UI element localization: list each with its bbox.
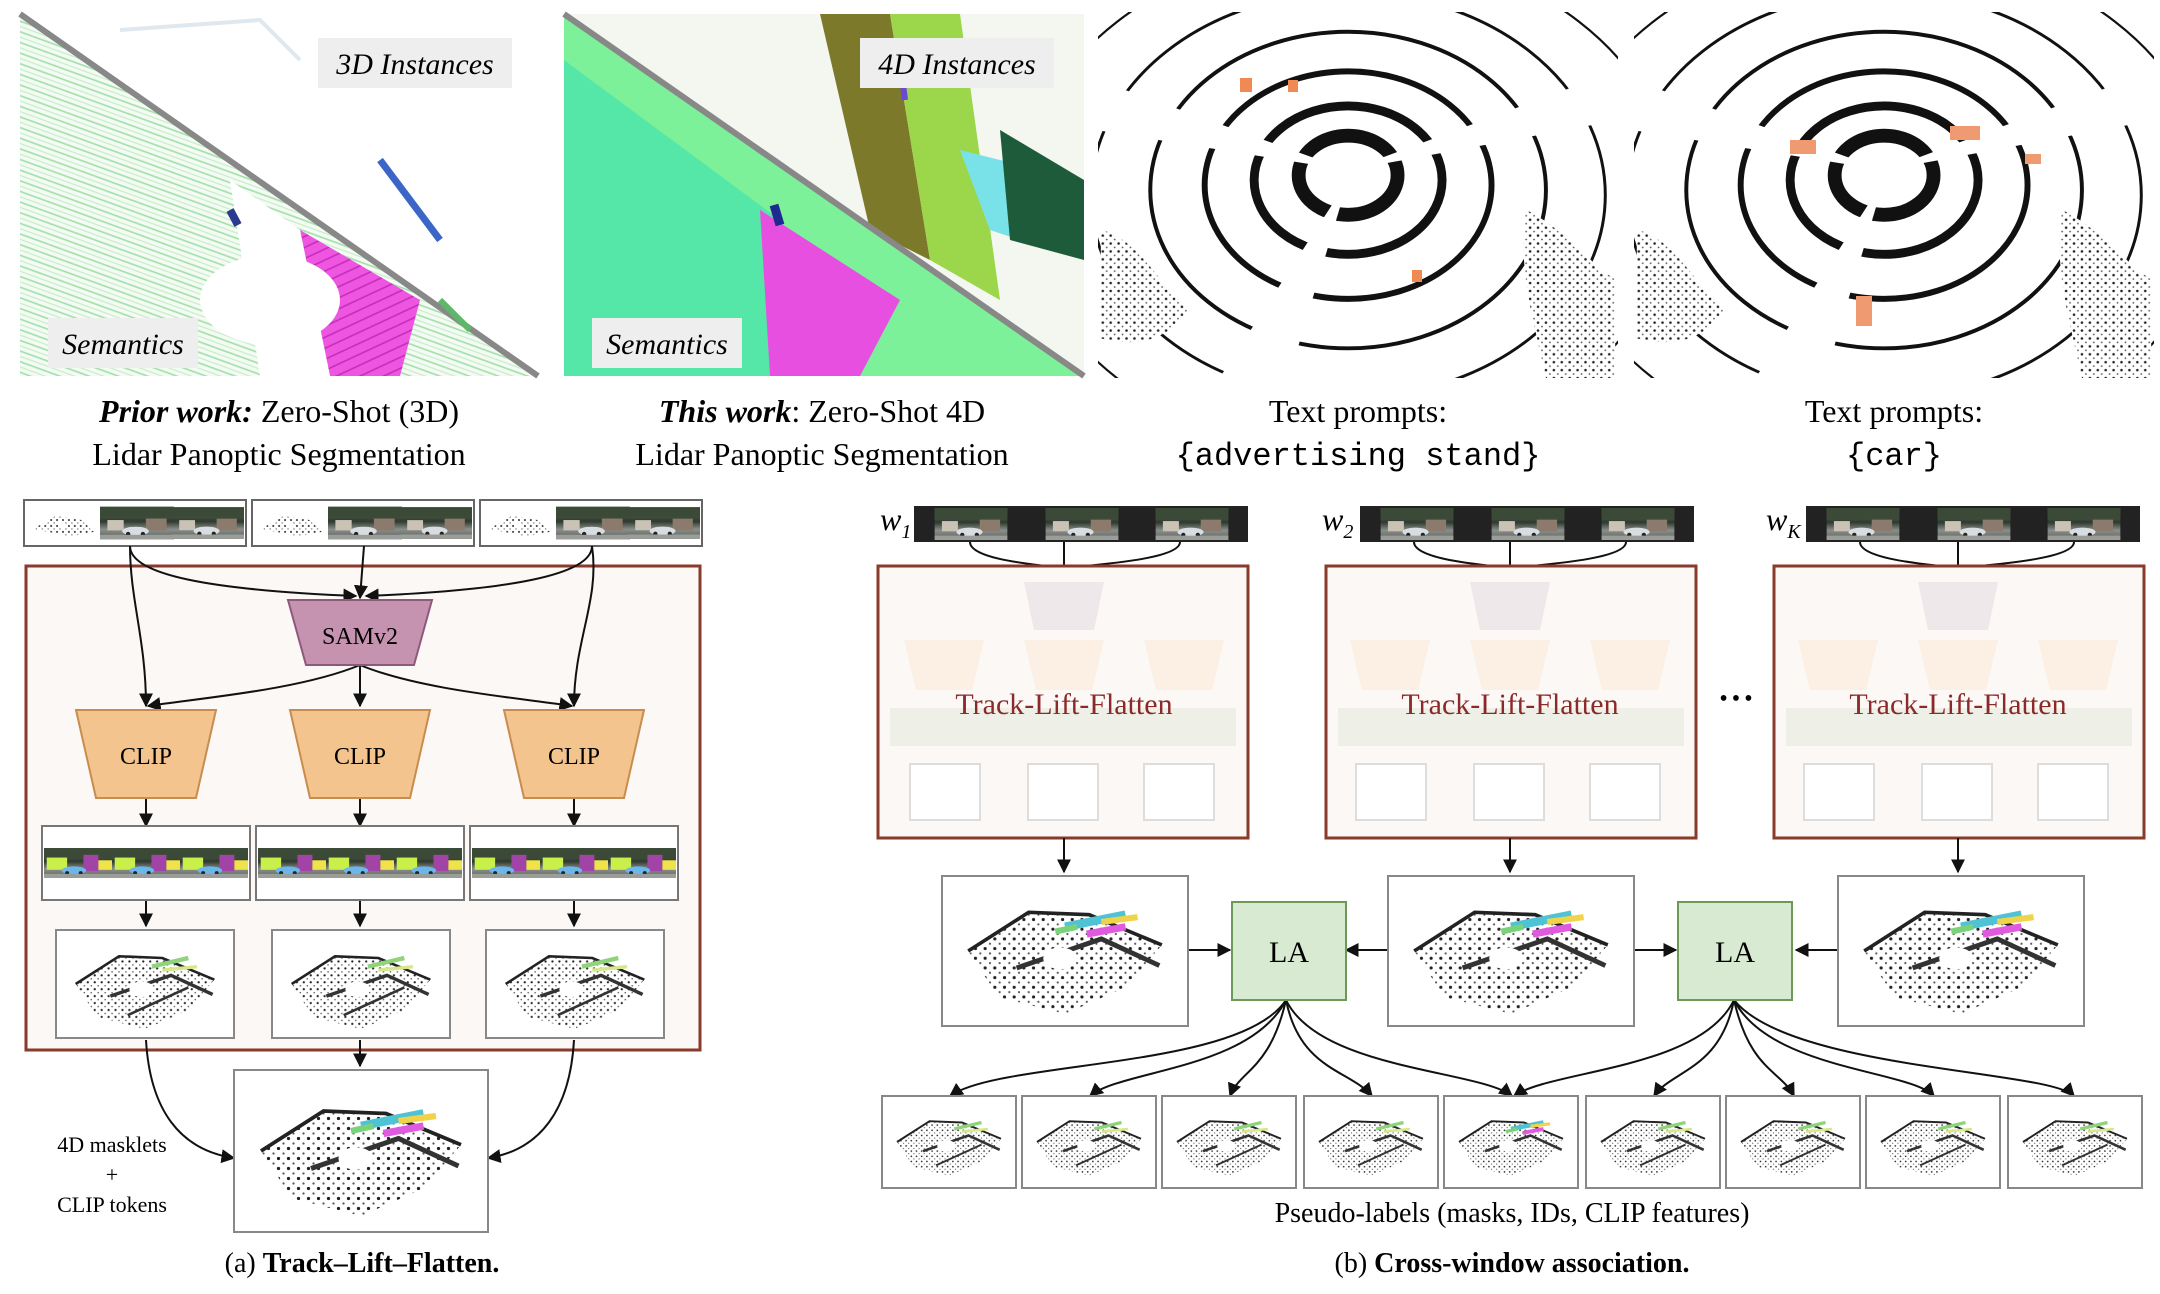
pseudo-label-thumb bbox=[2007, 1095, 2143, 1189]
tlf-module-k: Track-Lift-Flatten bbox=[1772, 541, 2146, 840]
pseudo-label-caption: Pseudo-labels (masks, IDs, CLIP features… bbox=[1275, 1198, 1750, 1229]
tlf-module-2-label: Track-Lift-Flatten bbox=[1401, 688, 1618, 721]
output-note-line2: + bbox=[106, 1162, 118, 1187]
output-note-line1: 4D masklets bbox=[57, 1132, 166, 1157]
prompt-b-caption: Text prompts: bbox=[1805, 393, 1983, 429]
window-1-strip bbox=[914, 506, 1248, 542]
clip-block-2: CLIP bbox=[288, 709, 432, 799]
prior-semantics-label: Semantics bbox=[62, 328, 184, 361]
pseudo-label-strip bbox=[881, 1095, 2143, 1189]
prompt-a-caption: Text prompts: bbox=[1269, 393, 1447, 429]
panel-b-arrows bbox=[948, 838, 2075, 1098]
prior-caption-line2: Lidar Panoptic Segmentation bbox=[92, 436, 465, 472]
window-k-label: wK bbox=[1766, 501, 1802, 543]
samv2-label: SAMv2 bbox=[322, 624, 398, 650]
window-2-label: w2 bbox=[1322, 501, 1353, 543]
window-strips bbox=[914, 506, 2140, 542]
prior-caption-line1: Prior work: Zero-Shot (3D) bbox=[98, 393, 459, 429]
tlf-module-k-label: Track-Lift-Flatten bbox=[1849, 688, 2066, 721]
prompt-a-query: {advertising stand} bbox=[1176, 438, 1541, 475]
pseudo-label-thumb bbox=[881, 1095, 1017, 1189]
prior-instances-tag: 3D Instances bbox=[318, 38, 512, 88]
clip-block-3: CLIP bbox=[502, 709, 646, 799]
window-2-strip bbox=[1360, 506, 1694, 542]
input-window-1 bbox=[23, 499, 247, 547]
output-note-line3: CLIP tokens bbox=[57, 1192, 167, 1217]
la-label-1: LA bbox=[1269, 936, 1309, 969]
prior-semantics-tag: Semantics bbox=[48, 318, 198, 368]
panel-a-arrows bbox=[129, 545, 595, 1164]
window-1-label: w1 bbox=[880, 501, 911, 543]
segmented-frames bbox=[41, 825, 679, 901]
ours-caption-line2: Lidar Panoptic Segmentation bbox=[635, 436, 1008, 472]
la-label-2: LA bbox=[1715, 936, 1755, 969]
ours-instances-label: 4D Instances bbox=[878, 48, 1035, 81]
tlf-module-2: Track-Lift-Flatten bbox=[1324, 541, 1698, 840]
tlf-module-1: Track-Lift-Flatten bbox=[876, 541, 1250, 840]
panel-a-caption: (a) Track–Lift–Flatten. bbox=[225, 1248, 500, 1279]
samv2-block: SAMv2 bbox=[286, 599, 434, 666]
clip-label-3: CLIP bbox=[548, 744, 600, 770]
ours-semantics-tag: Semantics bbox=[592, 318, 742, 368]
prior-instances-label: 3D Instances bbox=[335, 48, 493, 81]
pseudo-label-thumb bbox=[1865, 1095, 2001, 1189]
prompt-b-query: {car} bbox=[1846, 438, 1942, 475]
clip-label-1: CLIP bbox=[120, 744, 172, 770]
la-block-1: LA bbox=[1231, 901, 1347, 1001]
pseudo-label-thumb bbox=[1443, 1095, 1579, 1189]
panel-b-caption: (b) Cross-window association. bbox=[1335, 1248, 1690, 1279]
pseudo-label-thumb bbox=[1303, 1095, 1439, 1189]
ours-caption-line1: This work: Zero-Shot 4D bbox=[659, 393, 985, 429]
clip-block-1: CLIP bbox=[74, 709, 218, 799]
output-4d-cloud bbox=[233, 1069, 489, 1233]
window-1-cloud bbox=[941, 875, 1189, 1027]
tlf-module-1-label: Track-Lift-Flatten bbox=[955, 688, 1172, 721]
pseudo-label-thumb bbox=[1161, 1095, 1297, 1189]
window-2-cloud bbox=[1387, 875, 1635, 1027]
window-ellipsis: ••• bbox=[1719, 686, 1756, 712]
prompt-advertising-image bbox=[1022, 0, 1675, 452]
prompt-car-image bbox=[1558, 0, 2160, 452]
panel-a-input-strip bbox=[23, 499, 703, 547]
la-block-2: LA bbox=[1677, 901, 1793, 1001]
lifted-point-clouds bbox=[55, 929, 665, 1039]
window-k-cloud bbox=[1837, 875, 2085, 1027]
window-k-strip bbox=[1806, 506, 2140, 542]
pseudo-label-thumb bbox=[1725, 1095, 1861, 1189]
pseudo-label-thumb bbox=[1021, 1095, 1157, 1189]
input-window-2 bbox=[251, 499, 475, 547]
ours-semantics-label: Semantics bbox=[606, 328, 728, 361]
this-work-image bbox=[562, 11, 1086, 379]
clip-label-2: CLIP bbox=[334, 744, 386, 770]
ours-instances-tag: 4D Instances bbox=[860, 38, 1054, 88]
input-window-3 bbox=[479, 499, 703, 547]
pseudo-label-thumb bbox=[1585, 1095, 1721, 1189]
